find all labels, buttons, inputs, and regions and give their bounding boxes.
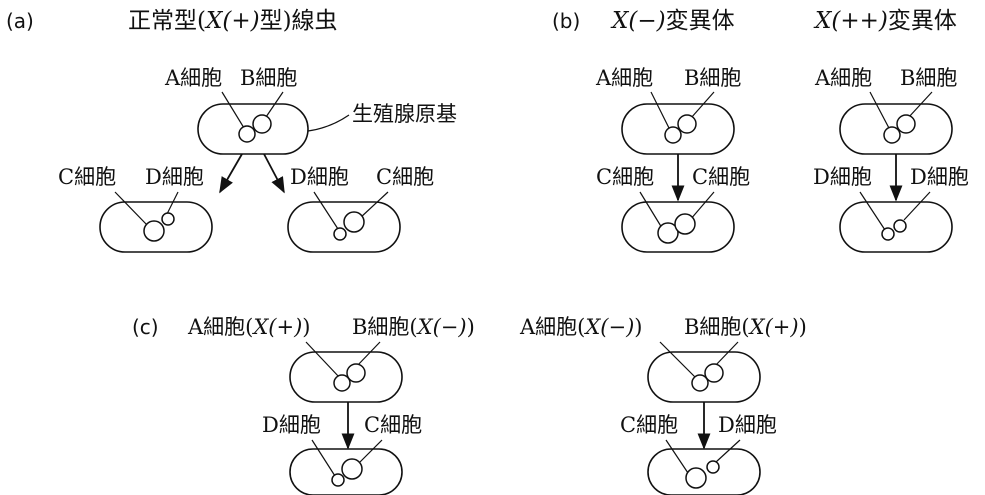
panel-b-m1-pointer-c-right (689, 191, 715, 221)
panel-a-right-capsule (287, 201, 401, 253)
panel-c-left-pointer-c (359, 439, 383, 463)
panel-b-m1-bottom-cell-2 (674, 213, 696, 235)
panel-c-right-label-a: A細胞(X(−)) (519, 315, 643, 339)
panel-b-m1-top-cell-a (664, 126, 682, 144)
panel-a-left-cell-c (143, 220, 165, 242)
panel-c-left-label-b: B細胞(X(−)) (352, 315, 475, 339)
panel-a-left-cell-d (161, 212, 175, 226)
panel-a-left-pointer-d (166, 191, 179, 215)
panel-a-pointer-b (265, 91, 284, 118)
panel-c-right-pointer-b (713, 341, 739, 368)
panel-b-label: (b) (552, 9, 580, 33)
panel-a-top-cell-a (238, 125, 256, 143)
panel-a-arrow-left (219, 153, 243, 194)
panel-c-right-pointer-a (659, 341, 697, 379)
panel-b-m2-pointer-b (907, 91, 933, 119)
panel-a-label-gonad-primordium: 生殖腺原基 (352, 102, 457, 126)
panel-c-right-top-cell-a (691, 374, 709, 392)
panel-b-m2-pointer-d-right (903, 191, 931, 221)
panel-b-m2-top-cell-b (896, 114, 916, 134)
panel-a-right-label-c: C細胞 (376, 165, 434, 189)
panel-a-label-a-cell: A細胞 (164, 66, 222, 90)
panel-c-right-label-b: B細胞(X(+)) (684, 315, 807, 339)
panel-c-right-pointer-c (665, 439, 691, 477)
panel-c-left-bottom-cell-c (341, 458, 363, 480)
panel-b-m2-pointer-d-left (859, 191, 886, 231)
panel-a-top-capsule (197, 103, 309, 155)
panel-c-left-pointer-a (305, 341, 341, 379)
panel-b-m1-bottom-cell-1 (657, 222, 679, 244)
panel-a-right-label-d: D細胞 (290, 165, 349, 189)
panel-c-label: (c) (132, 315, 159, 339)
panel-b-m1-label-b: B細胞 (684, 66, 741, 90)
panel-c-left-bottom-capsule (289, 448, 403, 495)
panel-b-m1-label-c-right: C細胞 (692, 165, 750, 189)
panel-b-m1-pointer-c-left (639, 191, 663, 229)
panel-b-m1-label-c-left: C細胞 (596, 165, 654, 189)
panel-c-right-label-d: D細胞 (718, 413, 777, 437)
panel-b-m2-bottom-cell-2 (893, 219, 907, 233)
panel-c-left-label-a: A細胞(X(+)) (187, 315, 311, 339)
panel-c-right-pointer-d (715, 439, 741, 463)
panel-b-m2-bottom-cell-1 (881, 227, 895, 241)
panel-a-right-pointer-d (313, 191, 339, 230)
panel-a-right-pointer-c (359, 191, 389, 219)
panel-b-m2-bottom-capsule (839, 201, 953, 253)
panel-a-left-label-c: C細胞 (58, 165, 116, 189)
panel-c-right-bottom-capsule (647, 448, 761, 495)
panel-c-left-top-cell-b (346, 363, 366, 383)
panel-b-m1-pointer-b (690, 91, 715, 119)
panel-a-pointer-a (221, 91, 245, 129)
panel-b-m2-label-a: A細胞 (814, 66, 872, 90)
panel-a-left-pointer-c (114, 191, 149, 227)
panel-a-top-cell-b (252, 114, 272, 134)
panel-b-m2-label-d-left: D細胞 (813, 165, 872, 189)
panel-a-arrow-right (263, 153, 285, 194)
panel-a-right-cell-c (343, 211, 365, 233)
panel-b-m2-label-d-right: D細胞 (910, 165, 969, 189)
panel-c-right-label-c: C細胞 (620, 413, 678, 437)
panel-a-title: 正常型(X(+)型)線虫 (128, 8, 338, 34)
panel-a-label: (a) (6, 9, 34, 33)
panel-b-m2-label-b: B細胞 (900, 66, 957, 90)
panel-c-left-label-c: C細胞 (364, 413, 422, 437)
panel-a-label-b-cell: B細胞 (240, 66, 297, 90)
panel-b-mutant1-title: X(−)変異体 (610, 8, 735, 34)
panel-c-right-bottom-cell-c (685, 467, 707, 489)
panel-b-mutant2-title: X(++)変異体 (813, 8, 957, 34)
panel-c-left-top-cell-a (333, 374, 351, 392)
panel-c-right-top-cell-b (704, 363, 724, 383)
panel-b-m1-label-a: A細胞 (595, 66, 653, 90)
panel-b-m1-bottom-capsule (621, 201, 735, 253)
panel-c-left-bottom-cell-d (331, 473, 345, 487)
panel-c-left-pointer-b (355, 341, 381, 368)
panel-a-left-capsule (99, 201, 213, 253)
panel-b-m1-top-cell-b (677, 114, 697, 134)
panel-c-left-top-capsule (289, 351, 403, 403)
panel-a-right-cell-d (333, 227, 347, 241)
panel-b-m1-pointer-a (650, 91, 671, 131)
panel-a-pointer-gonad (307, 114, 350, 132)
panel-c-left-pointer-d (311, 439, 336, 477)
panel-a-left-label-d: D細胞 (145, 165, 204, 189)
panel-c-left-label-d: D細胞 (262, 413, 321, 437)
panel-b-m2-pointer-a (869, 91, 891, 131)
panel-c-right-bottom-cell-d (706, 460, 720, 474)
panel-b-m2-top-cell-a (883, 126, 901, 144)
